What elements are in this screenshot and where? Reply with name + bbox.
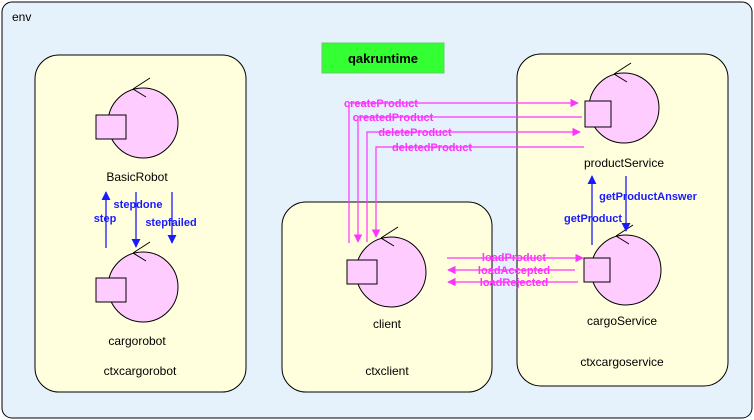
- context-label-ctxcargorobot: ctxcargorobot: [104, 364, 177, 378]
- label-loadproduct: loadProduct: [482, 252, 547, 264]
- arrow-deletedproduct: [371, 146, 584, 238]
- actor-tail-client: [380, 226, 399, 239]
- runtime-label: qakruntime: [348, 51, 418, 66]
- actor-tail-cargoservice-b: [615, 235, 630, 245]
- label-loadrejected: loadRejected: [480, 277, 548, 289]
- label-loadaccepted: loadAccepted: [478, 265, 550, 277]
- actor-port-cargoservice: [583, 257, 611, 283]
- label-deletedproduct: deletedProduct: [392, 142, 472, 154]
- actor-port-basicrobot: [95, 114, 127, 140]
- actor-port-client: [346, 259, 378, 285]
- label-stepfailed: stepfailed: [145, 217, 196, 229]
- actor-client[interactable]: client: [346, 226, 427, 331]
- actor-tail-basicrobot-b: [132, 88, 147, 98]
- actor-label-cargorobot: cargorobot: [108, 334, 166, 348]
- runtime-box: [321, 42, 445, 74]
- label-step: step: [94, 213, 117, 225]
- arrow-createdproduct: [353, 116, 582, 243]
- context-ctxcargorobot: [34, 54, 247, 393]
- actor-label-basicrobot: BasicRobot: [106, 170, 168, 184]
- actor-basicrobot[interactable]: BasicRobot: [95, 77, 179, 184]
- label-getproductanswer: getProductAnswer: [599, 191, 698, 203]
- arrow-createproduct: [348, 98, 579, 243]
- label-deleteproduct: deleteProduct: [378, 127, 452, 139]
- actor-label-client: client: [373, 317, 402, 331]
- actor-port-productservice: [584, 100, 612, 128]
- env-label: env: [12, 10, 31, 24]
- actor-tail-productservice: [613, 62, 632, 75]
- actor-tail-cargorobot: [132, 241, 151, 254]
- label-stepdone: stepdone: [114, 199, 163, 211]
- actor-tail-productservice-b: [613, 73, 628, 83]
- actor-port-cargorobot: [95, 277, 127, 303]
- actor-cargoservice[interactable]: cargoService: [583, 224, 662, 328]
- actor-label-cargoservice: cargoService: [587, 314, 657, 328]
- actor-cargorobot[interactable]: cargorobot: [95, 241, 179, 348]
- arrow-deleteproduct: [366, 127, 581, 242]
- actor-tail-client-b: [380, 237, 395, 247]
- label-createdproduct: createdProduct: [353, 112, 434, 124]
- label-createproduct: createProduct: [344, 98, 418, 110]
- actor-label-productservice: productService: [584, 156, 664, 170]
- context-ctxcargoservice: [516, 53, 729, 387]
- label-getproduct: getProduct: [564, 213, 622, 225]
- context-label-ctxclient: ctxclient: [365, 364, 409, 378]
- actor-productservice[interactable]: productService: [584, 62, 664, 170]
- actor-tail-basicrobot: [132, 77, 151, 90]
- actor-tail-cargorobot-b: [132, 252, 147, 262]
- context-label-ctxcargoservice: ctxcargoservice: [580, 355, 664, 369]
